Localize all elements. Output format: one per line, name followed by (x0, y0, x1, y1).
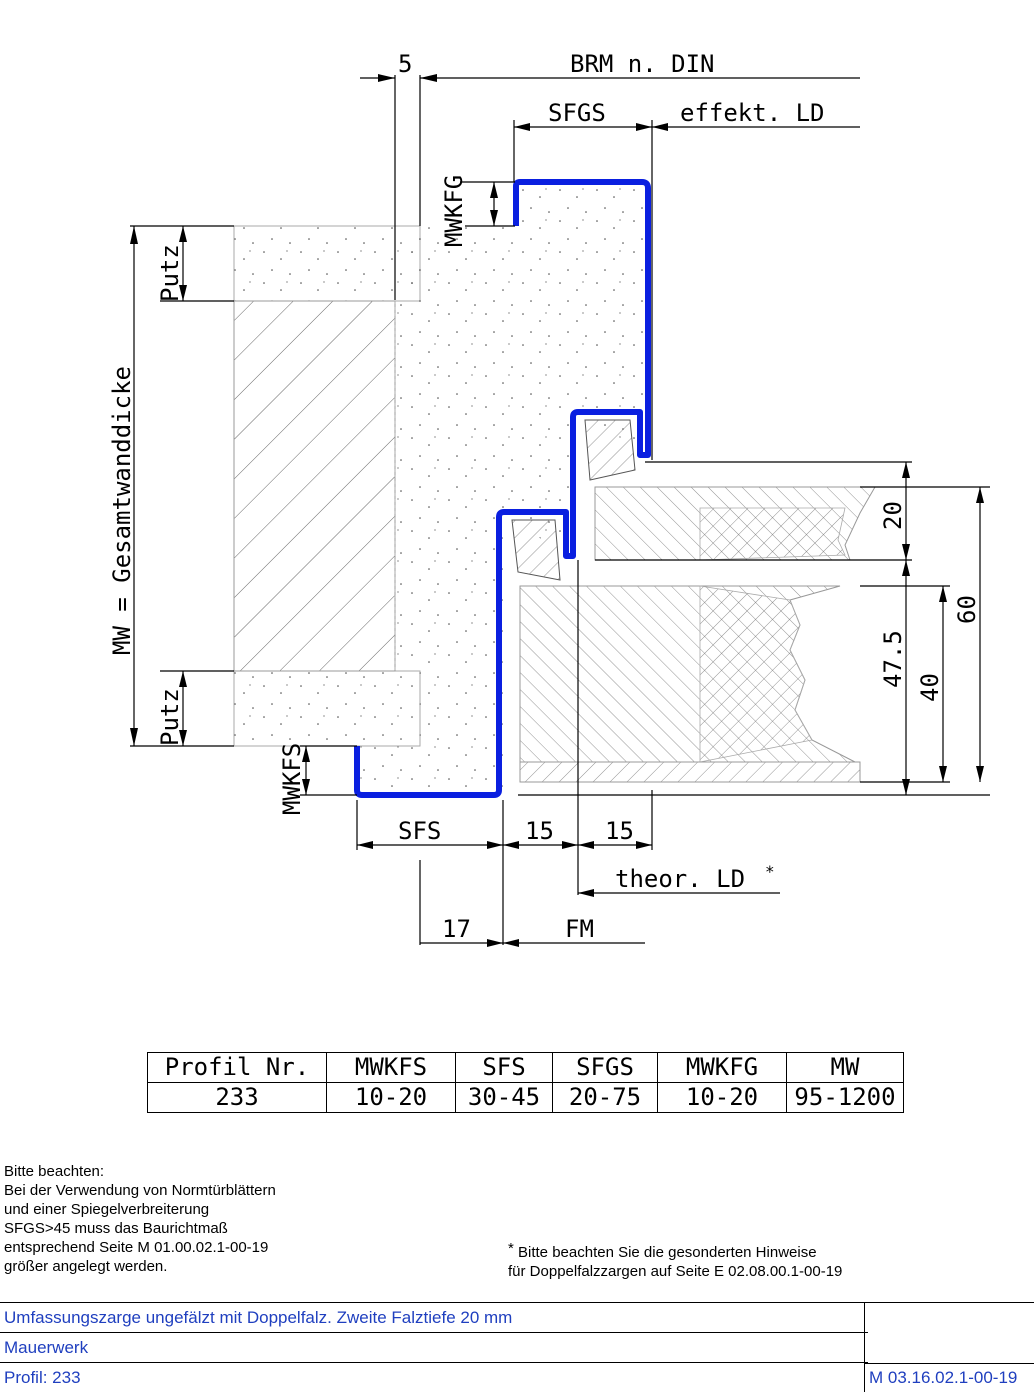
seals (511, 419, 636, 581)
table-cell: 20-75 (552, 1082, 658, 1113)
footer-profile: Profil: 233 (4, 1368, 81, 1387)
frame-profile (354, 179, 651, 798)
dim-15-b: 15 (605, 817, 634, 845)
table-header: MW (786, 1052, 904, 1083)
table-cell: 95-1200 (786, 1082, 904, 1113)
table-cell: 233 (147, 1082, 327, 1113)
table-cell: 30-45 (455, 1082, 553, 1113)
table-cell: 10-20 (326, 1082, 456, 1113)
note-right: * Bitte beachten Sie die gesonderten Hin… (508, 1240, 843, 1281)
note-right-text: Bitte beachten Sie die gesonderten Hinwe… (508, 1244, 843, 1280)
reference-lines (130, 75, 990, 945)
profile-table: Profil Nr. MWKFS SFS SFGS MWKFG MW 233 1… (147, 1052, 904, 1113)
table-cell: 10-20 (657, 1082, 787, 1113)
dim-putz-top: Putz (156, 244, 184, 302)
footer-right-blank (864, 1303, 1034, 1364)
dim-40: 40 (916, 673, 944, 702)
dim-5: 5 (398, 50, 412, 78)
footer-code: M 03.16.02.1-00-19 (864, 1363, 1034, 1392)
dim-putz-bottom: Putz (156, 688, 184, 746)
footer-material: Mauerwerk (0, 1333, 868, 1363)
table-header: Profil Nr. (147, 1052, 327, 1083)
dim-mwkfg: MWKFG (440, 175, 468, 247)
dim-mw: MW = Gesamtwanddicke (108, 366, 136, 655)
dim-20: 20 (879, 501, 907, 530)
table-header: MWKFG (657, 1052, 787, 1083)
dim-brm: BRM n. DIN (570, 50, 715, 78)
table-header: MWKFS (326, 1052, 456, 1083)
footer-title: Umfassungszarge ungefälzt mit Doppelfalz… (0, 1303, 868, 1333)
dim-sfs: SFS (398, 817, 441, 845)
dim-effekt-ld: effekt. LD (680, 99, 825, 127)
note-asterisk: * (508, 1240, 514, 1257)
dim-theor-ld: theor. LD (615, 865, 745, 893)
table-header: SFGS (552, 1052, 658, 1083)
arrowheads (130, 74, 984, 947)
dim-sfgs: SFGS (548, 99, 606, 127)
footer: Umfassungszarge ungefälzt mit Doppelfalz… (0, 1302, 1034, 1392)
table-header: SFS (455, 1052, 553, 1083)
dim-fm: FM (565, 915, 594, 943)
dim-60: 60 (953, 595, 981, 624)
dim-47-5: 47.5 (879, 630, 907, 688)
dim-mwkfs: MWKFS (278, 743, 306, 815)
table-header-row: Profil Nr. MWKFS SFS SFGS MWKFG MW (147, 1052, 904, 1083)
door-leaf (519, 486, 876, 783)
frame-section-drawing: 5 BRM n. DIN SFGS effekt. LD MWKFG Putz … (108, 50, 990, 947)
wall (233, 182, 645, 790)
dim-theor-asterisk: * (765, 862, 775, 881)
dim-17: 17 (442, 915, 471, 943)
note-left: Bitte beachten: Bei der Verwendung von N… (4, 1163, 276, 1275)
table-row: 233 10-20 30-45 20-75 10-20 95-1200 (147, 1082, 904, 1113)
dim-15-a: 15 (525, 817, 554, 845)
